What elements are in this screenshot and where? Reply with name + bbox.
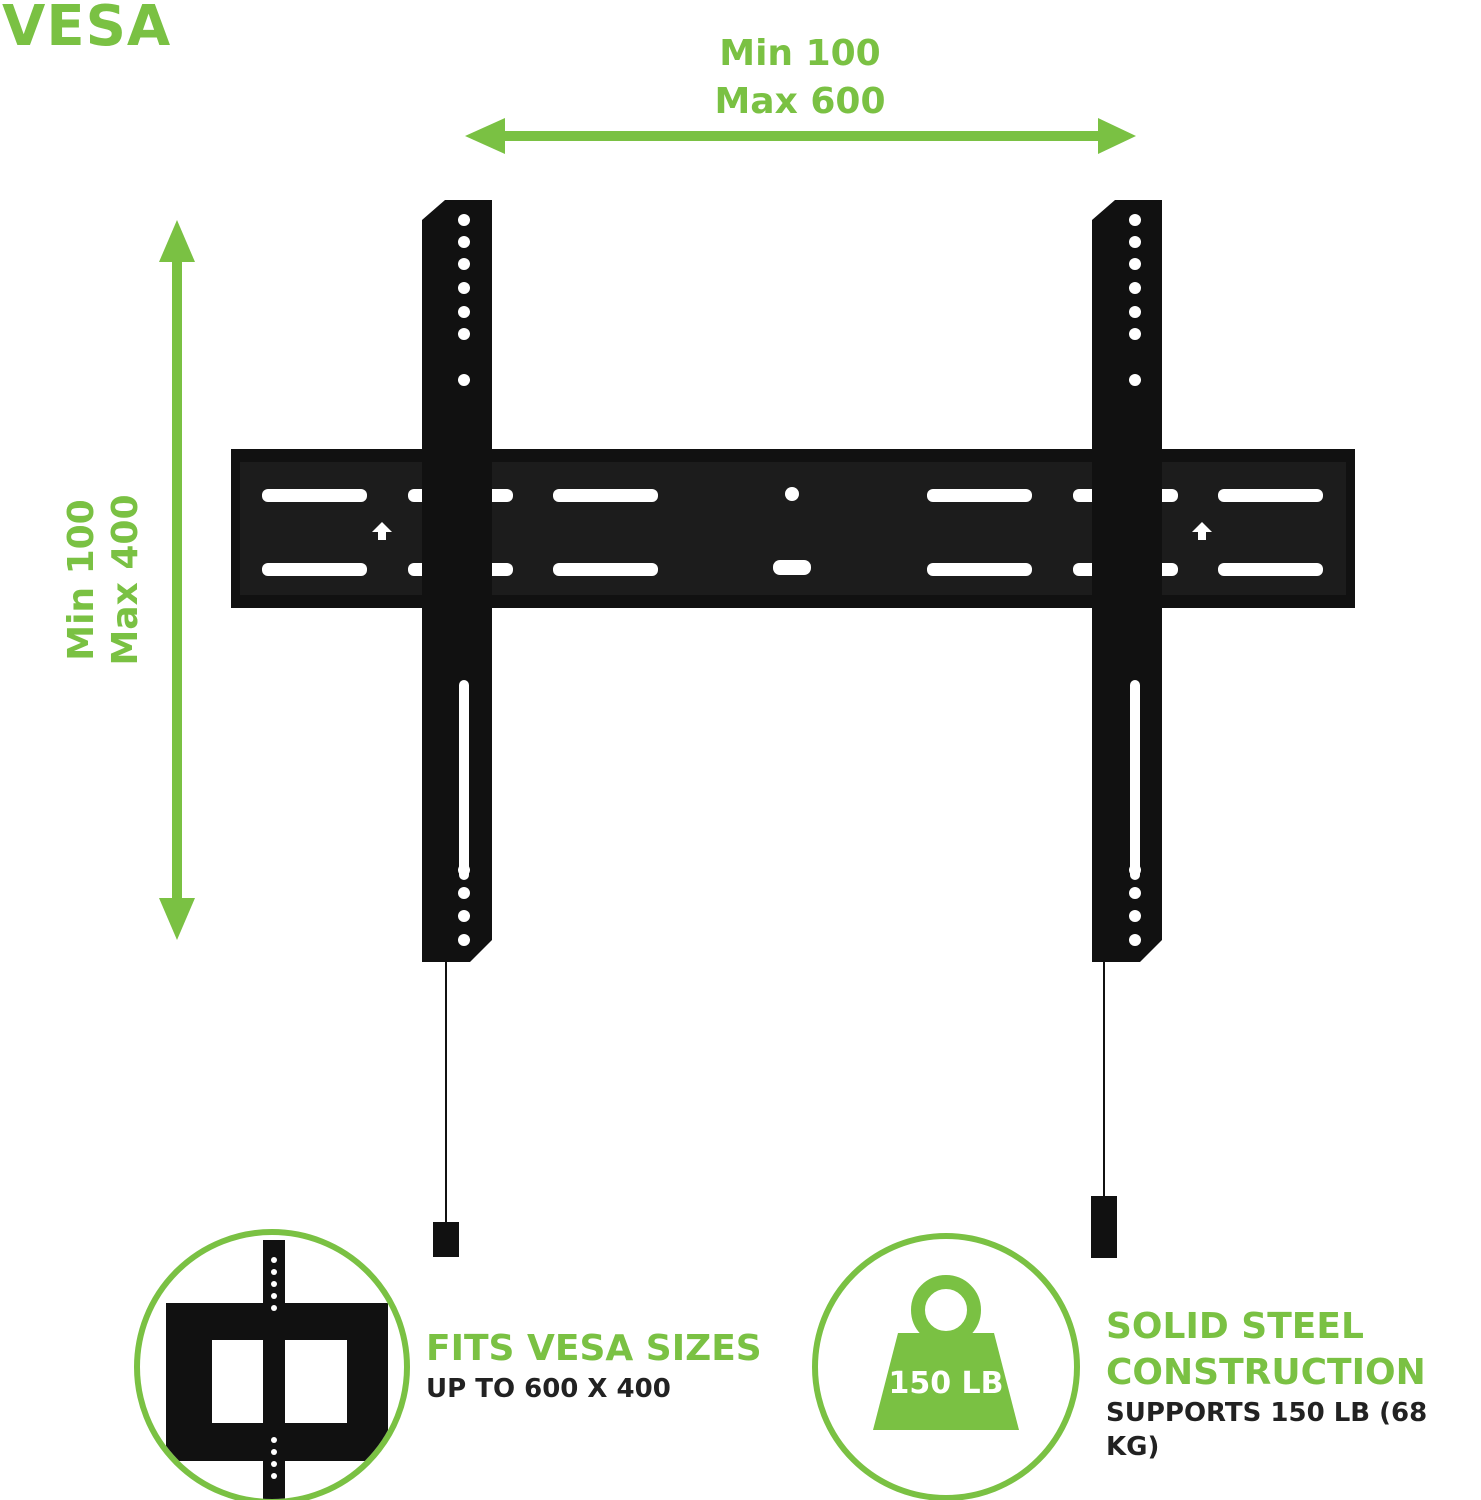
- left-bracket-arm: [422, 200, 492, 1257]
- feature-steel-title-line2: CONSTRUCTION: [1106, 1352, 1426, 1393]
- feature-vesa-sizes: FITS VESA SIZES UP TO 600 X 400: [426, 1326, 762, 1406]
- weight-icon-label: 150 LB: [888, 1366, 1004, 1401]
- weight-icon: [812, 1233, 1080, 1500]
- wall-plate: [231, 449, 1355, 608]
- page-title: VESA: [2, 0, 172, 59]
- feature-steel-subtitle: SUPPORTS 150 LB (68 KG): [1106, 1398, 1428, 1462]
- right-bracket-arm: [1091, 200, 1162, 1258]
- height-arrow-icon: [159, 220, 195, 940]
- width-max: Max 600: [714, 81, 886, 122]
- vesa-bracket-icon: [134, 1229, 410, 1500]
- width-dimension-label: Min 100 Max 600: [700, 30, 900, 126]
- feature-vesa-title: FITS VESA SIZES: [426, 1328, 762, 1369]
- width-arrow-icon: [465, 118, 1136, 154]
- feature-steel-title-line1: SOLID STEEL: [1106, 1306, 1364, 1347]
- width-min: Min 100: [719, 33, 881, 74]
- feature-vesa-subtitle: UP TO 600 X 400: [426, 1374, 671, 1404]
- feature-solid-steel: SOLID STEEL CONSTRUCTION SUPPORTS 150 LB…: [1106, 1304, 1481, 1464]
